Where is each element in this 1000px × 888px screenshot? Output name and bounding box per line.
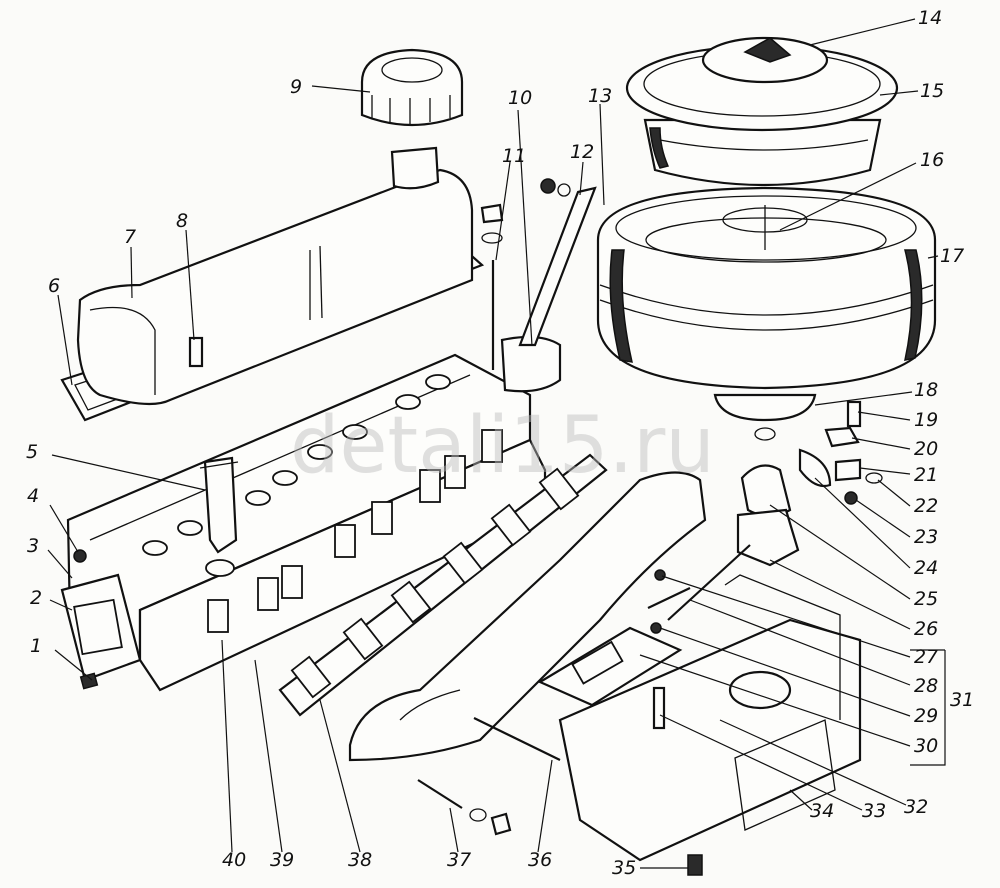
callout-30: 30 bbox=[914, 735, 938, 757]
small-hardware bbox=[647, 400, 883, 720]
callout-8: 8 bbox=[176, 210, 188, 232]
studs-36-37 bbox=[417, 717, 561, 836]
callout-11: 11 bbox=[502, 145, 526, 167]
head-ports bbox=[207, 429, 503, 633]
callout-14: 14 bbox=[918, 7, 942, 29]
callout-9: 9 bbox=[290, 76, 302, 98]
valve-cover-assembly bbox=[60, 48, 485, 422]
callout-4: 4 bbox=[27, 485, 39, 507]
leader-lines bbox=[47, 18, 946, 869]
callout-29: 29 bbox=[914, 705, 938, 727]
air-cleaner-assembly bbox=[596, 36, 937, 422]
callout-25: 25 bbox=[914, 588, 938, 610]
manifold-gasket bbox=[278, 453, 608, 717]
callout-39: 39 bbox=[270, 849, 294, 871]
callout-7: 7 bbox=[124, 226, 136, 248]
callout-37: 37 bbox=[447, 849, 471, 871]
callout-31: 31 bbox=[950, 689, 974, 711]
valve-seats bbox=[142, 374, 451, 577]
callout-18: 18 bbox=[914, 379, 938, 401]
callout-6: 6 bbox=[48, 275, 60, 297]
callout-16: 16 bbox=[920, 149, 944, 171]
callout-24: 24 bbox=[914, 557, 938, 579]
callout-22: 22 bbox=[914, 495, 938, 517]
callout-labels: 1 2 3 4 5 6 7 8 9 10 11 12 13 14 15 16 1… bbox=[26, 7, 974, 879]
callout-2: 2 bbox=[30, 587, 42, 609]
callout-28: 28 bbox=[914, 675, 938, 697]
callout-13: 13 bbox=[588, 85, 612, 107]
callout-17: 17 bbox=[940, 245, 964, 267]
callout-23: 23 bbox=[914, 526, 938, 548]
callout-5: 5 bbox=[26, 441, 38, 463]
callout-15: 15 bbox=[920, 80, 944, 102]
callout-26: 26 bbox=[914, 618, 938, 640]
callout-19: 19 bbox=[914, 409, 938, 431]
callout-1: 1 bbox=[30, 635, 42, 657]
callout-20: 20 bbox=[914, 438, 938, 460]
callout-38: 38 bbox=[348, 849, 372, 871]
callout-3: 3 bbox=[27, 535, 39, 557]
manifold-assembly bbox=[348, 471, 862, 876]
callout-12: 12 bbox=[570, 141, 594, 163]
callout-32: 32 bbox=[904, 796, 928, 818]
watermark-text: detali15.ru bbox=[290, 401, 715, 491]
callout-40: 40 bbox=[222, 849, 246, 871]
callout-34: 34 bbox=[810, 800, 834, 822]
callout-35: 35 bbox=[612, 857, 636, 879]
callout-10: 10 bbox=[508, 87, 532, 109]
callout-21: 21 bbox=[914, 464, 938, 486]
cylinder-head bbox=[60, 353, 547, 692]
callout-27: 27 bbox=[914, 646, 938, 668]
callout-36: 36 bbox=[528, 849, 552, 871]
studs-and-bracket bbox=[480, 178, 597, 393]
callout-33: 33 bbox=[862, 800, 886, 822]
